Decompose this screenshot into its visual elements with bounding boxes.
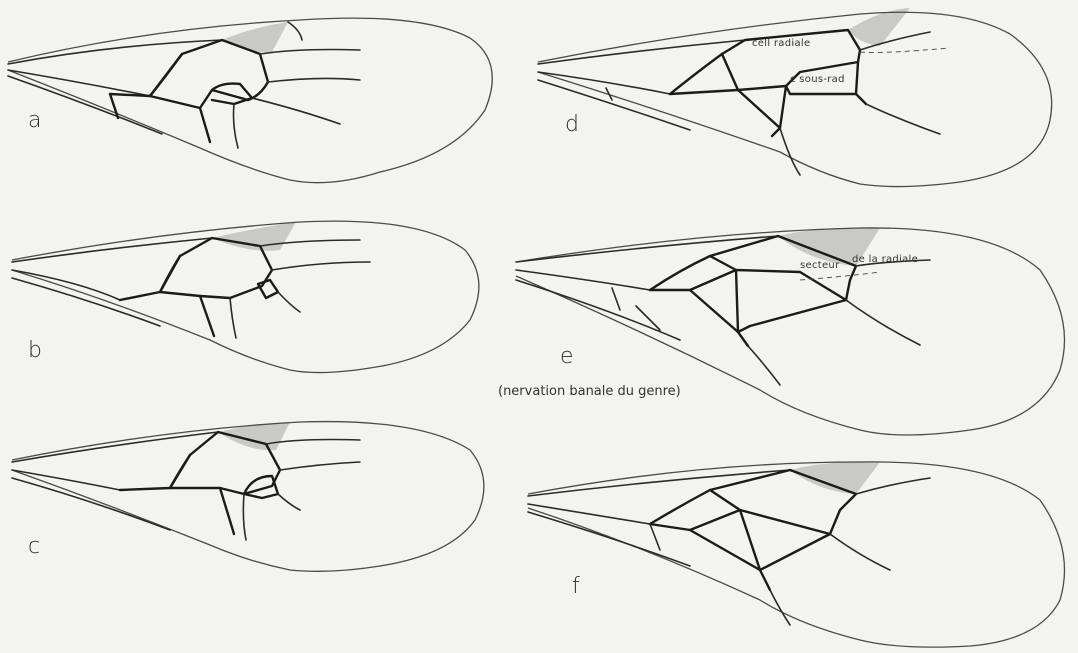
wing-a-stigma <box>222 22 288 52</box>
wing-c <box>12 422 484 572</box>
wing-a-label: a <box>28 108 41 133</box>
wing-f-label: f <box>572 574 580 599</box>
secteur-annotation: secteur <box>800 260 839 271</box>
wing-b-label: b <box>28 338 42 363</box>
wing-e-label: e <box>560 344 574 369</box>
wing-e-caption: (nervation banale du genre) <box>498 384 681 399</box>
wing-e-outline <box>516 228 1065 435</box>
radiale-annotation: de la radiale <box>852 254 918 265</box>
wing-e <box>516 228 1065 435</box>
wing-c-label: c <box>28 534 40 559</box>
wing-f <box>528 462 1065 647</box>
wing-c-stigma <box>218 422 290 450</box>
sous-radiale-annotation: c sous-rad <box>790 74 845 85</box>
wing-a <box>8 18 492 183</box>
wing-d-label: d <box>565 112 579 137</box>
wing-b <box>12 221 479 372</box>
wing-f-outline <box>528 462 1065 647</box>
wing-f-stigma <box>790 462 880 494</box>
wing-d <box>538 8 1052 187</box>
cell-radiale-annotation: cell radiale <box>752 38 810 49</box>
